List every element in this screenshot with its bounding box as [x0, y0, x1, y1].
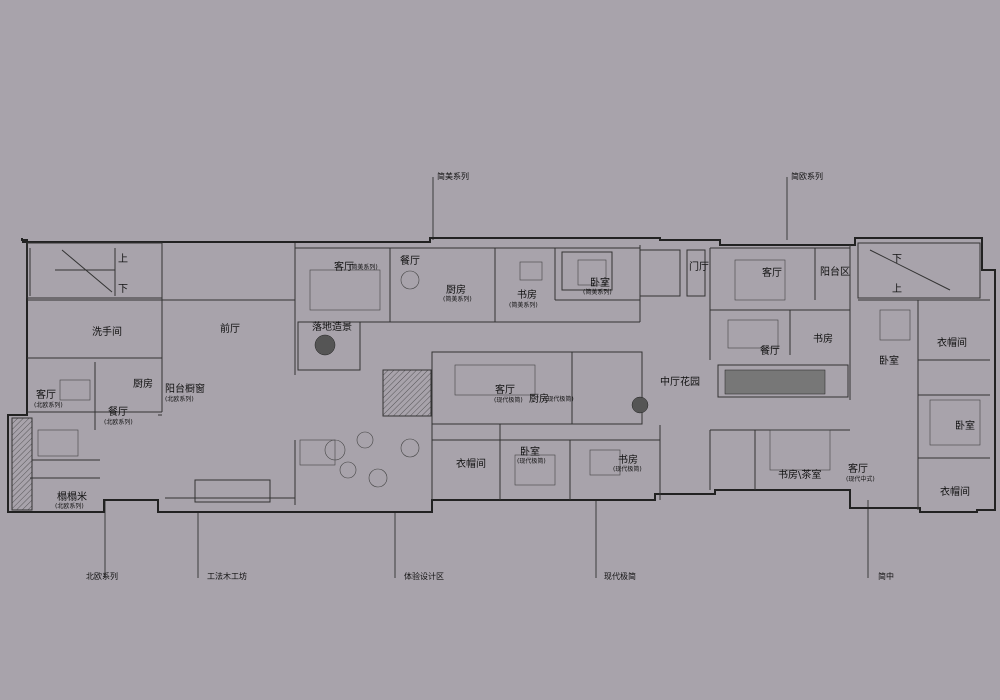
room-jm-woshi: 卧室 — [590, 278, 610, 289]
category-xiandai: 现代极简 — [604, 572, 636, 581]
room-xd-yimaojian: 衣帽间 — [456, 459, 486, 470]
room-jo-yimaojian: 衣帽间 — [937, 338, 967, 349]
room-jz-keting-sub: (现代中式) — [846, 476, 875, 483]
room-qianting: 前厅 — [220, 324, 240, 335]
room-beiou-tamami: 榻榻米 — [57, 492, 87, 503]
room-jz-keting: 客厅 — [848, 464, 868, 475]
category-beiou: 北欧系列 — [86, 572, 118, 581]
room-beiou-tamami-sub: (北欧系列) — [55, 503, 84, 510]
room-xd-chufang: 厨房 — [529, 394, 549, 405]
room-jo-woshi: 卧室 — [879, 356, 899, 367]
room-jm-keting-sub: (简美系列) — [349, 264, 378, 271]
room-beiou-canting: 餐厅 — [108, 407, 128, 418]
planters — [314, 334, 826, 414]
room-jm-luodi: 落地造景 — [312, 322, 352, 333]
room-jm-canting: 餐厅 — [400, 256, 420, 267]
room-xd-chufang-sub: (现代极简) — [545, 396, 574, 403]
room-beiou-chufang: 厨房 — [133, 379, 153, 390]
room-jm-chufang: 厨房 — [446, 285, 466, 296]
category-jianmei: 简美系列 — [437, 172, 469, 181]
room-xishoujian: 洗手间 — [92, 327, 122, 338]
room-jz-woshi: 卧室 — [955, 421, 975, 432]
room-beiou-keting: 客厅 — [36, 390, 56, 401]
room-jm-shufang: 书房 — [517, 290, 537, 301]
room-xd-keting-sub: (现代极简) — [494, 397, 523, 404]
category-tiyan: 体验设计区 — [404, 572, 444, 581]
room-jm-keting: 客厅 — [334, 262, 354, 273]
room-jz-yimaojian: 衣帽间 — [940, 487, 970, 498]
room-beiou-yangtai: 阳台橱窗 — [165, 384, 205, 395]
room-xd-keting: 客厅 — [495, 385, 515, 396]
room-xd-woshi: 卧室 — [520, 447, 540, 458]
stair-up-left: 上 — [118, 254, 128, 265]
stair-down-right: 下 — [892, 254, 902, 265]
room-jo-shufang: 书房 — [813, 334, 833, 345]
room-xd-shufang: 书房 — [618, 455, 638, 466]
category-gongfa: 工法木工坊 — [207, 572, 247, 581]
room-zhongting: 中厅花园 — [660, 377, 700, 388]
room-beiou-keting-sub: (北欧系列) — [34, 402, 63, 409]
room-jm-chufang-sub: (简美系列) — [443, 296, 472, 303]
category-jianzhong: 简中 — [878, 572, 894, 581]
outer-walls — [7, 237, 996, 513]
room-xd-shufang-sub: (现代极简) — [613, 466, 642, 473]
room-beiou-yangtai-sub: (北欧系列) — [165, 396, 194, 403]
room-jo-yangtai: 阳台区 — [820, 267, 850, 278]
room-jo-canting: 餐厅 — [760, 346, 780, 357]
room-jo-keting: 客厅 — [762, 268, 782, 279]
room-menting: 门厅 — [689, 262, 709, 273]
room-beiou-canting-sub: (北欧系列) — [104, 419, 133, 426]
stair-down-left: 下 — [118, 284, 128, 295]
category-jianou: 简欧系列 — [791, 172, 823, 181]
interior-walls — [11, 242, 990, 511]
leader-lines — [104, 177, 869, 578]
room-xd-woshi-sub: (现代极简) — [517, 458, 546, 465]
room-jz-shufang: 书房\茶室 — [778, 470, 822, 481]
furniture — [37, 259, 981, 488]
room-jm-shufang-sub: (简美系列) — [509, 302, 538, 309]
stair-up-right: 上 — [892, 284, 902, 295]
room-jm-woshi-sub: (简美系列) — [583, 289, 612, 296]
